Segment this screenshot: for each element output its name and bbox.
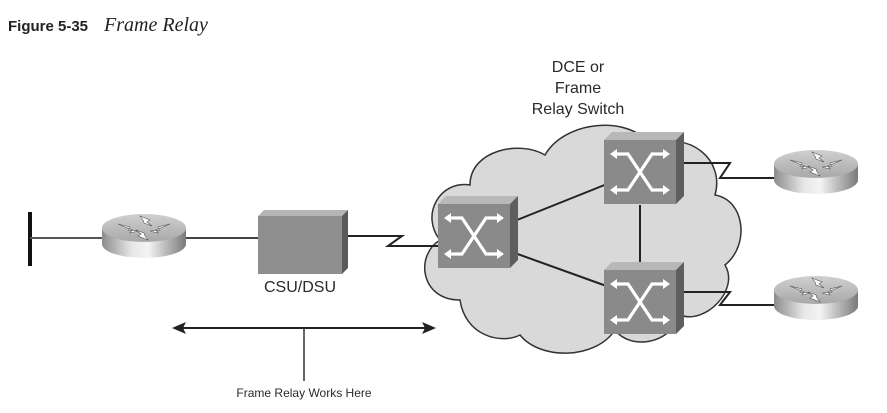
figure-number: Figure 5-35 [8,18,89,35]
switch-bottom [602,260,686,336]
figure-title: Frame Relay [104,14,208,36]
figure-caption: Figure 5-35 Frame Relay [8,14,208,37]
switch-icon [602,260,686,336]
switch-icon [436,194,520,270]
serial-link-csu-switch [347,235,440,247]
remote-router-bottom [773,275,859,321]
switch-label-line3: Relay Switch [532,101,624,118]
switch-left [436,194,520,270]
csu-dsu [258,210,348,274]
csu-dsu-label: CSU/DSU [264,279,336,296]
local-router [101,213,187,259]
works-here-label: Frame Relay Works Here [236,386,371,400]
router-icon [773,275,859,321]
link-left-top [511,181,613,223]
link-left-bottom [511,251,613,289]
switch-label-line1: DCE or [552,59,605,76]
router-icon [101,213,187,259]
serial-link-top-router [680,162,780,179]
switch-top [602,130,686,206]
remote-router-top [773,149,859,195]
router-icon [773,149,859,195]
scope-arrow [172,322,436,381]
switch-label-line2: Frame [555,80,601,97]
switch-icon [602,130,686,206]
serial-link-bottom-router [680,291,780,306]
